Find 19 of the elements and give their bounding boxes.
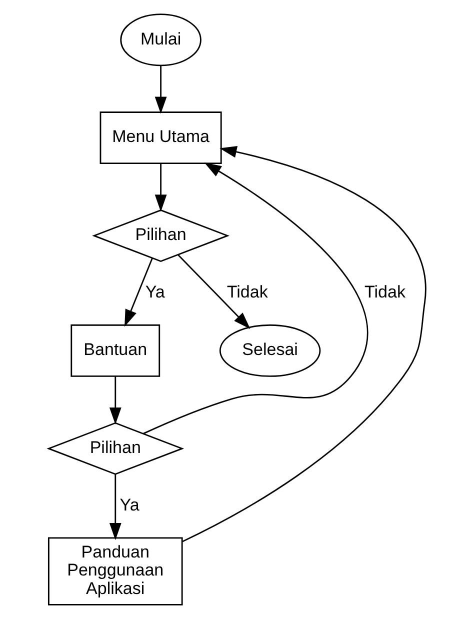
node-ellipse: Selesai [219, 324, 321, 377]
arrow [154, 66, 167, 114]
arrow [182, 146, 426, 542]
edge-label: Ya [120, 495, 140, 514]
arrow [109, 474, 122, 540]
node-box: Panduan Penggunaan Aplikasi [48, 537, 183, 606]
edge-label: Ya [145, 282, 165, 302]
arrow [109, 376, 122, 425]
node-diamond: Pilihan [92, 209, 230, 262]
arrow [154, 164, 167, 212]
arrow [124, 258, 153, 327]
edge-label: Tidak [364, 282, 406, 302]
node-diamond: Pilihan [46, 422, 184, 475]
node-ellipse: Mulai [120, 14, 202, 66]
node-box: Bantuan [70, 324, 160, 377]
node-box: Menu Utama [100, 112, 222, 164]
edge-label: Tidak [226, 282, 268, 302]
arrow [178, 254, 250, 329]
arrow [143, 162, 368, 434]
